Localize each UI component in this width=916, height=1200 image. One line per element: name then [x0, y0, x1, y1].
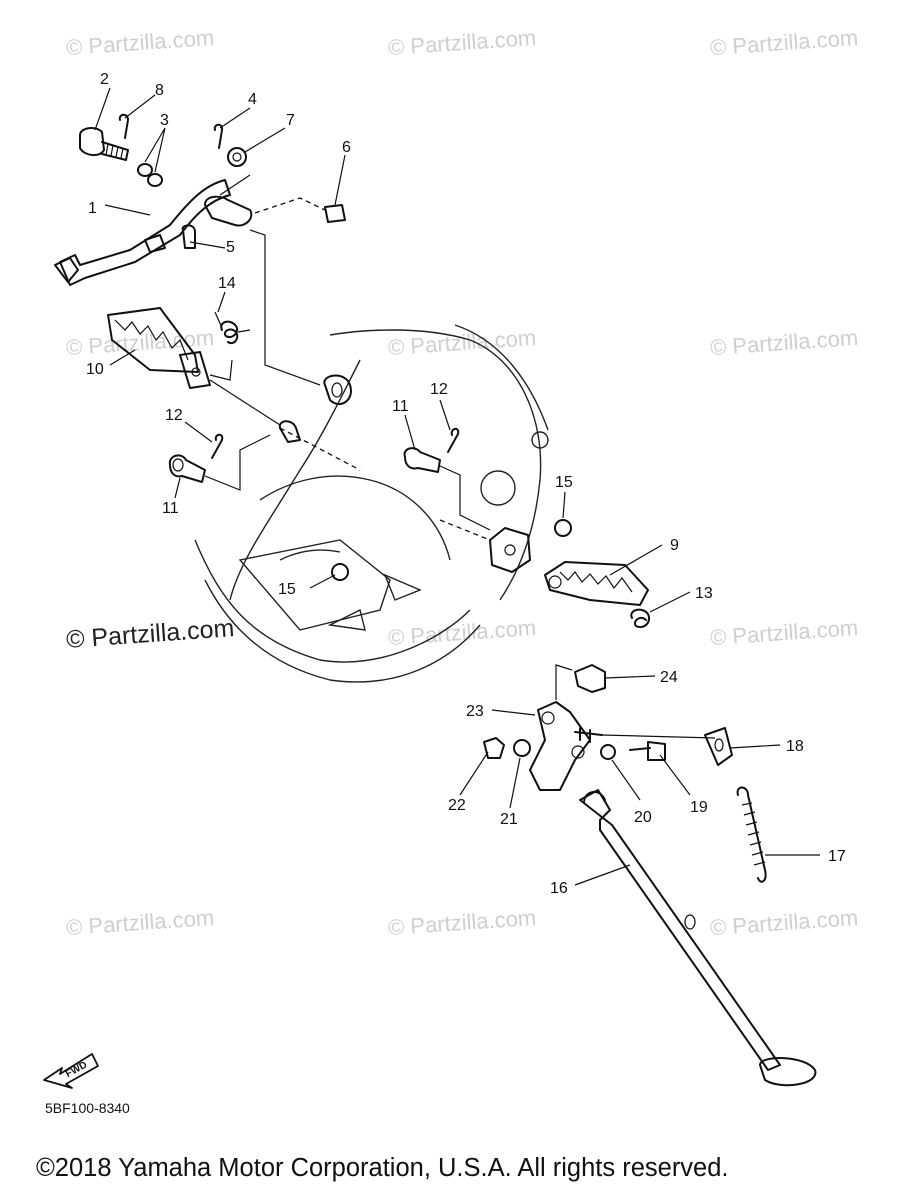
pivot-shaft	[79, 127, 129, 161]
footrest-left	[107, 307, 211, 389]
callout-16: 16	[550, 880, 568, 897]
bolt-shaft	[574, 727, 603, 743]
callout-24: 24	[660, 669, 678, 686]
callout-20: 20	[634, 809, 652, 826]
callout-4: 4	[248, 91, 257, 108]
footrest-bracket-right	[489, 527, 531, 573]
sidestand-bracket	[529, 701, 591, 791]
bolt-24	[555, 664, 606, 700]
footrest-right	[544, 561, 649, 606]
plate-18	[704, 727, 733, 766]
bolt-19	[629, 741, 666, 761]
callout-3: 3	[160, 112, 169, 129]
collar-20	[600, 744, 616, 760]
callout-11-right: 11	[392, 398, 409, 415]
fwd-arrow-icon: FWD	[43, 1053, 99, 1089]
callout-7: 7	[286, 112, 295, 129]
diagram-code: 5BF100-8340	[45, 1100, 130, 1116]
cotter-pin-12-left	[211, 433, 224, 459]
callout-22: 22	[448, 797, 466, 814]
washer-15-right	[554, 519, 572, 537]
callout-21: 21	[500, 811, 518, 828]
callout-13: 13	[695, 585, 713, 602]
o-ring	[147, 173, 163, 187]
frame-outline	[194, 324, 549, 683]
sidestand	[579, 789, 817, 1087]
callout-5: 5	[226, 239, 235, 256]
cotter-pin	[118, 113, 129, 139]
callout-18: 18	[786, 738, 804, 755]
callout-9: 9	[670, 537, 679, 554]
copyright-notice: ©2018 Yamaha Motor Corporation, U.S.A. A…	[36, 1154, 729, 1182]
callout-6: 6	[342, 139, 351, 156]
callout-10: 10	[86, 361, 104, 378]
washer-21	[513, 739, 531, 757]
callout-15-left: 15	[278, 581, 296, 598]
rod-eye	[323, 374, 352, 405]
pin	[324, 204, 346, 223]
callout-15-right: 15	[555, 474, 573, 491]
washer	[227, 147, 247, 167]
washer-hole	[232, 152, 242, 162]
callout-2: 2	[100, 71, 109, 88]
spring-13	[630, 608, 650, 628]
washer-15-left	[331, 563, 349, 581]
cotter-pin-12-right	[447, 427, 460, 453]
spring-14	[214, 311, 251, 344]
brake-pedal	[54, 179, 253, 286]
bolt-11-right	[403, 447, 441, 473]
nut-22	[483, 737, 505, 759]
callout-23: 23	[466, 703, 484, 720]
callout-1: 1	[88, 200, 97, 217]
callout-8: 8	[155, 82, 164, 99]
bolt-11-left	[168, 454, 206, 483]
callout-11-left: 11	[162, 500, 179, 517]
cotter-pin	[213, 123, 224, 149]
callout-14: 14	[218, 275, 236, 292]
leader-lines	[94, 87, 820, 886]
spring-17	[736, 786, 767, 883]
callout-19: 19	[690, 799, 708, 816]
callout-12-left: 12	[165, 407, 183, 424]
callout-17: 17	[828, 848, 846, 865]
o-ring	[137, 163, 153, 177]
callout-12-right: 12	[430, 381, 448, 398]
